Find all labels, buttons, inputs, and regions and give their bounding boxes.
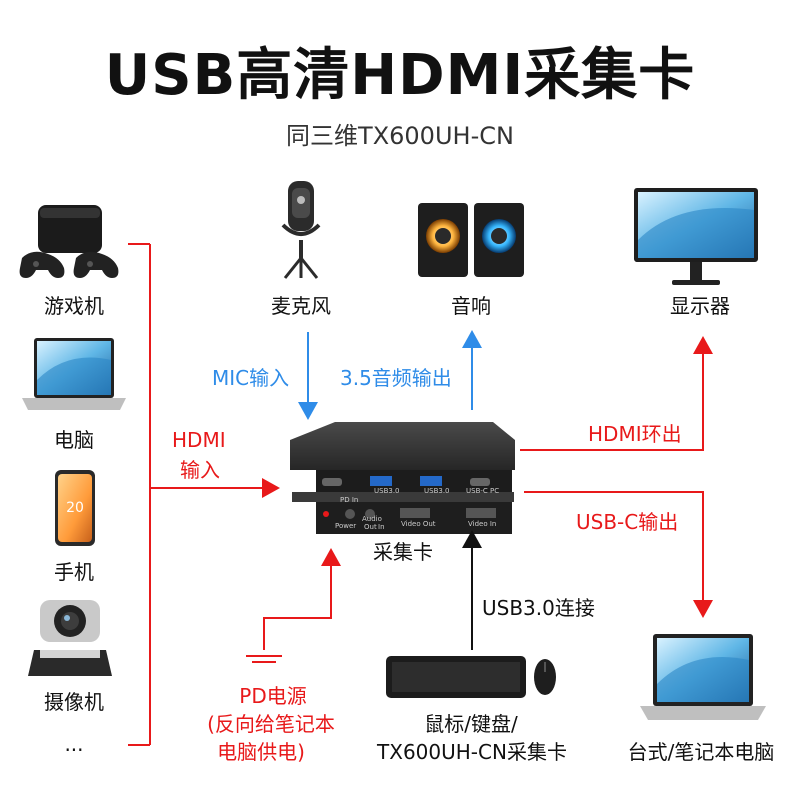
label-computer: 电脑 xyxy=(54,428,94,452)
port-label-video-out: Video Out xyxy=(401,520,436,528)
label-more: ... xyxy=(64,732,84,756)
label-pd-power-1: PD电源 xyxy=(239,684,307,708)
label-pd-power-3: 电脑供电) xyxy=(217,740,305,764)
svg-text:20: 20 xyxy=(66,500,84,516)
label-phone: 手机 xyxy=(54,560,94,584)
label-peripherals-1: 鼠标/键盘/ xyxy=(424,712,518,736)
port-label-audio-in: In xyxy=(378,523,385,531)
game-console-icon xyxy=(19,205,119,278)
speaker-icon xyxy=(418,203,524,277)
audio-out-arrow xyxy=(462,330,482,348)
port-label-usb30-b: USB3.0 xyxy=(424,487,450,495)
label-hdmi-loop: HDMI环出 xyxy=(588,422,682,446)
phone-icon: 20 xyxy=(55,470,95,546)
port-label-pd-in: PD In xyxy=(340,496,359,504)
computer-icon xyxy=(22,338,126,410)
mouse-icon xyxy=(534,659,556,695)
page-title: USB高清HDMI采集卡 xyxy=(104,43,696,108)
label-laptop-out: 台式/笔记本电脑 xyxy=(627,740,775,764)
hdmi-input-lines xyxy=(128,243,262,746)
laptop-icon xyxy=(640,634,766,720)
port-label-power: Power xyxy=(335,522,357,530)
label-camera: 摄像机 xyxy=(44,690,104,714)
port-label-video-in: Video In xyxy=(468,520,497,528)
pd-power-arrow xyxy=(321,548,341,566)
keyboard-icon xyxy=(386,656,526,698)
label-hdmi-input-1: HDMI xyxy=(172,428,226,452)
label-usbc-out: USB-C输出 xyxy=(576,510,679,534)
microphone-icon xyxy=(281,181,321,279)
label-peripherals-2: TX600UH-CN采集卡 xyxy=(377,740,567,764)
usb30-arrow xyxy=(462,530,482,548)
page-subtitle: 同三维TX600UH-CN xyxy=(286,122,514,150)
label-speaker: 音响 xyxy=(451,294,491,318)
hdmi-loop-arrow xyxy=(693,336,713,354)
port-label-audio-out: Out xyxy=(364,523,377,531)
label-monitor: 显示器 xyxy=(670,294,730,318)
port-label-usbc-pc: USB-C PC xyxy=(466,487,500,495)
usbc-out-arrow xyxy=(693,600,713,618)
label-game-console: 游戏机 xyxy=(44,294,104,318)
port-label-usb30-a: USB3.0 xyxy=(374,487,400,495)
label-mic-input: MIC输入 xyxy=(212,366,290,390)
capture-card-device xyxy=(290,422,515,534)
hdmi-input-arrow xyxy=(262,478,280,498)
label-microphone: 麦克风 xyxy=(271,294,331,318)
label-pd-power-2: (反向给笔记本 xyxy=(207,712,335,736)
monitor-icon xyxy=(634,188,758,285)
label-hdmi-input-2: 输入 xyxy=(180,458,220,482)
camera-icon xyxy=(28,600,112,676)
label-audio-out: 3.5音频输出 xyxy=(340,366,452,390)
label-capture-card: 采集卡 xyxy=(373,540,433,564)
label-usb30: USB3.0连接 xyxy=(482,596,595,620)
port-label-audio: Audio xyxy=(362,515,382,523)
mic-input-arrow xyxy=(298,402,318,420)
